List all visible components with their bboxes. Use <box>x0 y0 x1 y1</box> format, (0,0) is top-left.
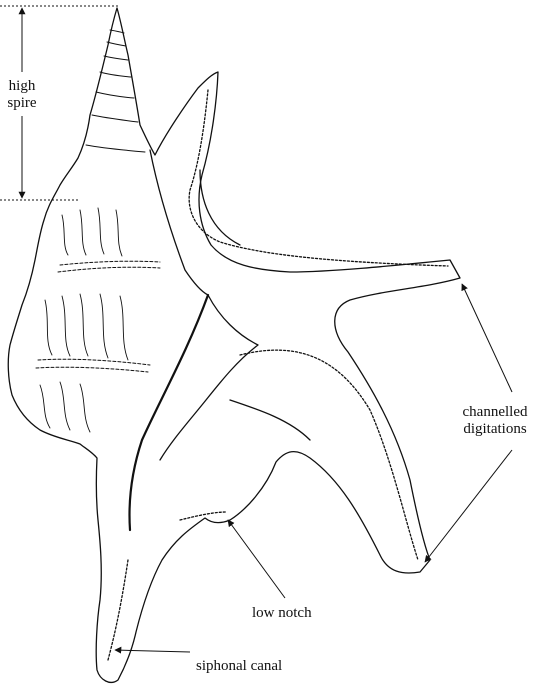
siphonal-canal-label: siphonal canal <box>196 658 282 675</box>
inner-lip <box>160 295 258 460</box>
low-notch-arrow <box>228 520 285 598</box>
digitation-arrow-lower <box>425 450 512 562</box>
axial-ribs <box>40 208 128 432</box>
upper-digitation-channel <box>189 90 448 266</box>
shell-illustration <box>8 8 460 682</box>
high-spire-label-line1: high <box>0 78 44 95</box>
lower-digitation-channel <box>240 350 418 560</box>
high-spire-label: high spire <box>0 78 44 112</box>
body-whorl-ribs <box>36 261 160 372</box>
columella <box>150 150 208 295</box>
spire-whorls <box>86 30 145 152</box>
high-spire-label-line2: spire <box>0 95 44 112</box>
channelled-label-line2: digitations <box>448 421 542 438</box>
digitation-arrow-upper <box>462 284 512 392</box>
channelled-digitations-label: channelled digitations <box>448 404 542 438</box>
low-notch-label: low notch <box>252 605 312 622</box>
siphonal-canal-arrow <box>115 650 190 652</box>
lower-wing-ridge <box>230 400 310 440</box>
shell-outline <box>8 8 460 682</box>
channelled-label-line1: channelled <box>448 404 542 421</box>
siphonal-canal-channel <box>108 560 128 660</box>
